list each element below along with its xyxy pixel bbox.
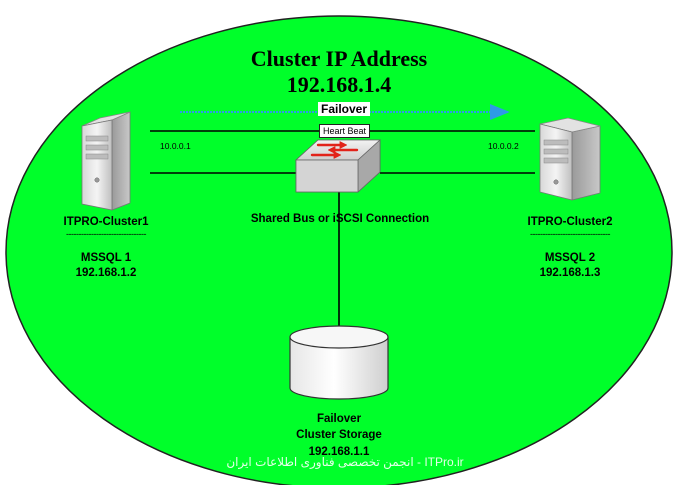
server-2-icon (539, 117, 601, 201)
node1-ip: 192.168.1.2 (75, 267, 137, 279)
server-1-icon (81, 111, 131, 211)
node2-service: MSSQL 2 (544, 252, 596, 264)
node2-ip: 192.168.1.3 (539, 267, 601, 279)
heartbeat-label: Heart Beat (319, 124, 371, 138)
node1-separator: -------------------------------- (66, 229, 146, 239)
node1-private-ip: 10.0.0.1 (160, 141, 191, 151)
switch-icon (294, 139, 382, 193)
footer-left-watermark: TOSINSO.COM (20, 457, 106, 471)
node1-name: ITPRO-Cluster1 (63, 216, 149, 228)
switch-label: Shared Bus or iSCSI Connection (250, 213, 430, 225)
storage-cylinder-icon (289, 325, 389, 400)
storage-label-line2: Cluster Storage (296, 429, 382, 441)
storage-ip: 192.168.1.1 (308, 446, 370, 458)
storage-label-line1: Failover (316, 413, 362, 425)
cluster-ip: 192.168.1.4 (286, 72, 392, 97)
footer-center-watermark: انجمن تخصصی فناوری اطلاعات ایران - ITPro… (226, 455, 464, 469)
failover-label: Failover (318, 102, 371, 116)
node2-private-ip: 10.0.0.2 (488, 141, 519, 151)
node1-service: MSSQL 1 (80, 252, 132, 264)
node2-separator: -------------------------------- (530, 229, 610, 239)
node2-name: ITPRO-Cluster2 (527, 216, 613, 228)
cluster-title: Cluster IP Address (250, 46, 428, 71)
